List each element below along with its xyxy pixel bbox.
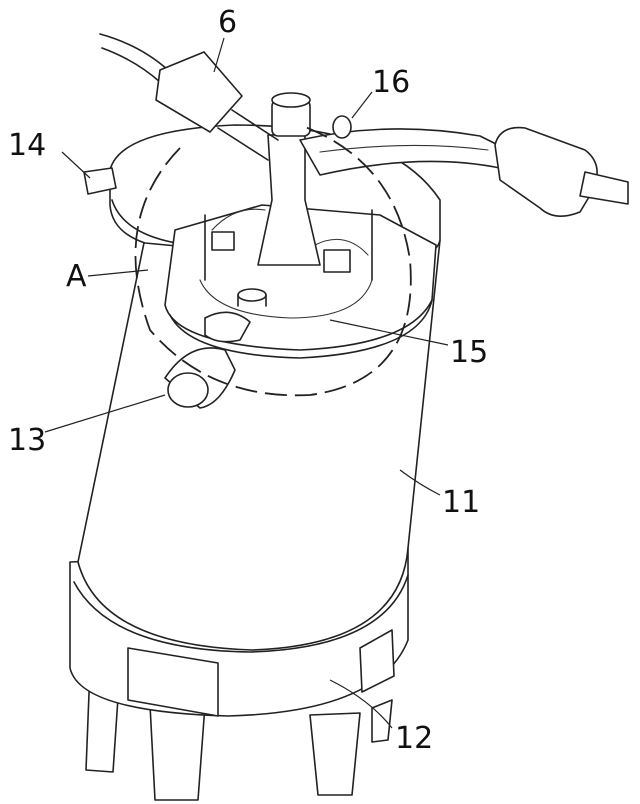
pipe-16: [299, 115, 629, 217]
leader-lines: [44, 37, 449, 729]
detail-circle-a: [134, 124, 412, 397]
base-bracket-right: [359, 629, 395, 693]
label-16: 16: [372, 65, 410, 100]
leader-11: [399, 469, 441, 496]
chamber-bottom-edge: [169, 299, 433, 359]
inlet-14: [83, 167, 117, 195]
drain-stub-sides: [237, 294, 267, 307]
valve-16: [332, 115, 352, 139]
ring-left: [211, 208, 266, 231]
leader-14: [61, 151, 91, 179]
leader-13: [44, 394, 166, 433]
leader-16: [351, 91, 373, 119]
pipe-16-seam: [319, 144, 489, 153]
leader-12: [329, 679, 393, 729]
clamp-left: [211, 231, 235, 251]
central-shaft: [257, 92, 321, 266]
leg-right: [371, 699, 393, 743]
clamp-right: [323, 249, 351, 273]
base-ring-seam: [73, 574, 409, 653]
label-15: 15: [450, 335, 488, 370]
chamber-inner-floor: [199, 279, 373, 319]
ring-right: [314, 238, 369, 256]
leader-6: [213, 37, 225, 73]
sleeve-16: [494, 126, 598, 217]
label-12: 12: [395, 721, 433, 756]
label-14: 14: [8, 128, 46, 163]
hose-6-upper: [99, 33, 169, 71]
label-11: 11: [442, 485, 480, 520]
leader-15: [329, 319, 449, 346]
inlet-14-pipe: [83, 167, 117, 195]
pipe-6: [99, 33, 279, 161]
leg-front: [149, 704, 206, 801]
label-a: A: [66, 259, 87, 294]
reference-labels: 6 16 14 A 13 15 11 12: [8, 5, 488, 756]
hose-6-lower: [101, 47, 161, 83]
base-bracket-left: [127, 647, 219, 717]
label-13: 13: [8, 423, 46, 458]
label-6: 6: [218, 5, 237, 40]
port-13-mouth: [167, 372, 209, 408]
leg-right-front: [309, 712, 361, 796]
drain-stub-top: [237, 288, 267, 302]
pipe-16-outlet: [579, 171, 629, 205]
sleeve-6: [155, 51, 243, 133]
leader-a: [87, 269, 149, 277]
port-13: [164, 311, 251, 409]
port-13-inner: [204, 311, 251, 343]
shaft-cap-top: [271, 92, 311, 108]
pipe-6-stem: [217, 109, 279, 161]
